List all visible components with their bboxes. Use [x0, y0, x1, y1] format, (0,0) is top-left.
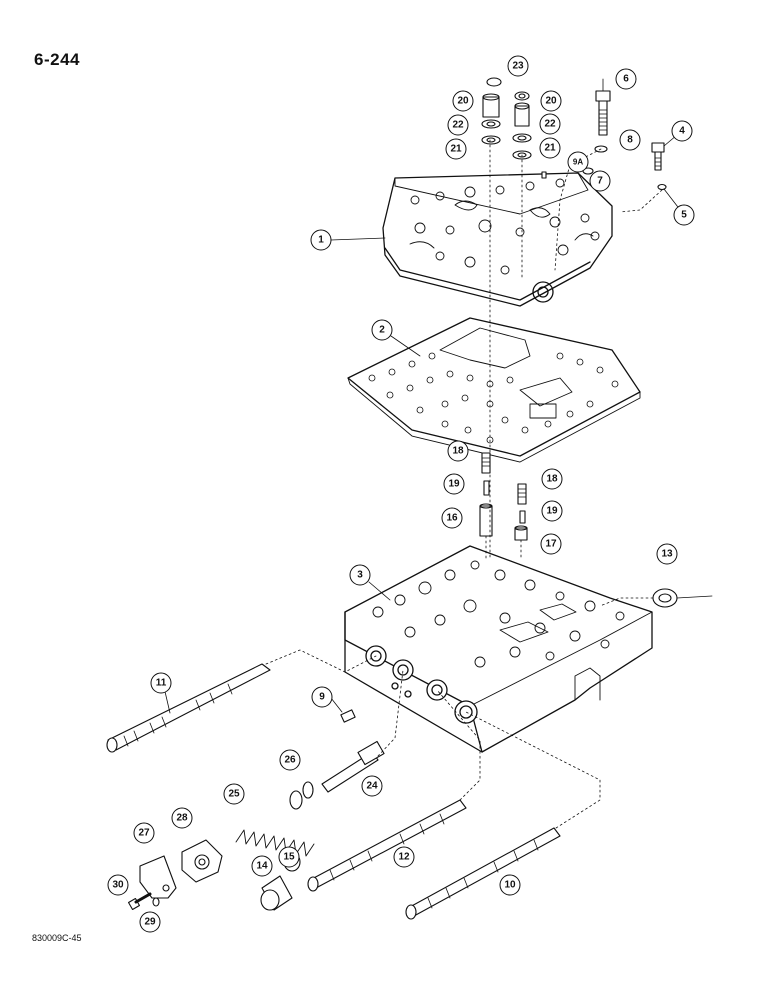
callout-11: 11	[150, 672, 172, 694]
callout-21b: 21	[539, 137, 561, 159]
svg-text:18: 18	[546, 474, 558, 485]
callout-22a: 22	[447, 114, 469, 136]
callout-7: 7	[589, 170, 611, 192]
top-hardware	[481, 77, 667, 191]
svg-text:22: 22	[452, 120, 464, 131]
callout-27: 27	[133, 822, 155, 844]
callout-14: 14	[251, 855, 273, 877]
callout-3: 3	[349, 564, 371, 586]
callout-17: 17	[540, 533, 562, 555]
callouts: 1 2 3 4 5 6 7 8 9A 9 10 11 12 13 14 15 1…	[107, 55, 695, 933]
callout-28: 28	[171, 807, 193, 829]
svg-text:17: 17	[545, 539, 557, 550]
svg-text:19: 19	[546, 506, 558, 517]
svg-text:2: 2	[379, 325, 385, 336]
callout-21a: 21	[445, 138, 467, 160]
callout-9: 9	[311, 686, 333, 708]
page-number: 6-244	[34, 50, 80, 69]
spools-and-parts	[106, 663, 561, 920]
svg-text:24: 24	[366, 781, 378, 792]
svg-text:9: 9	[319, 692, 325, 703]
callout-4: 4	[671, 120, 693, 142]
svg-text:8: 8	[627, 135, 633, 146]
svg-text:20: 20	[545, 96, 557, 107]
svg-text:21: 21	[450, 144, 462, 155]
svg-text:29: 29	[144, 917, 156, 928]
callout-20b: 20	[540, 90, 562, 112]
svg-text:13: 13	[661, 549, 673, 560]
callout-18a: 18	[447, 440, 469, 462]
callout-23: 23	[507, 55, 529, 77]
lower-valve-body	[344, 545, 653, 753]
svg-text:1: 1	[318, 235, 324, 246]
leader-lines	[162, 78, 713, 829]
svg-text:27: 27	[138, 828, 150, 839]
callout-2: 2	[371, 319, 393, 341]
svg-text:14: 14	[256, 861, 268, 872]
svg-text:28: 28	[176, 813, 188, 824]
callout-1: 1	[310, 229, 332, 251]
svg-text:19: 19	[448, 479, 460, 490]
callout-29: 29	[139, 911, 161, 933]
callout-16: 16	[441, 507, 463, 529]
callout-19b: 19	[541, 500, 563, 522]
callout-9a: 9A	[567, 151, 589, 173]
callout-30: 30	[107, 874, 129, 896]
callout-18b: 18	[541, 468, 563, 490]
upper-valve-body	[382, 172, 613, 307]
svg-text:18: 18	[452, 446, 464, 457]
figure-code: 830009C-45	[32, 933, 82, 943]
callout-26: 26	[279, 749, 301, 771]
svg-text:25: 25	[228, 789, 240, 800]
svg-text:20: 20	[457, 96, 469, 107]
separator-plate	[347, 317, 641, 463]
callout-5: 5	[673, 204, 695, 226]
svg-text:15: 15	[283, 852, 295, 863]
svg-text:30: 30	[112, 880, 124, 891]
callout-6: 6	[615, 68, 637, 90]
svg-text:4: 4	[679, 126, 685, 137]
callout-24: 24	[361, 775, 383, 797]
callout-13: 13	[656, 543, 678, 565]
svg-text:11: 11	[156, 678, 167, 689]
svg-text:22: 22	[544, 119, 556, 130]
svg-text:7: 7	[597, 176, 603, 187]
svg-text:12: 12	[398, 852, 410, 863]
svg-text:5: 5	[681, 210, 687, 221]
svg-text:26: 26	[284, 755, 296, 766]
callout-10: 10	[499, 874, 521, 896]
svg-text:10: 10	[504, 880, 516, 891]
svg-text:16: 16	[446, 513, 458, 524]
callout-25: 25	[223, 783, 245, 805]
svg-text:23: 23	[512, 61, 524, 72]
svg-text:9A: 9A	[573, 158, 583, 167]
svg-text:6: 6	[623, 74, 629, 85]
callout-8: 8	[619, 129, 641, 151]
svg-text:21: 21	[544, 143, 556, 154]
svg-text:3: 3	[357, 570, 363, 581]
callout-20a: 20	[452, 90, 474, 112]
callout-15: 15	[278, 846, 300, 868]
callout-22b: 22	[539, 113, 561, 135]
callout-12: 12	[393, 846, 415, 868]
callout-19a: 19	[443, 473, 465, 495]
